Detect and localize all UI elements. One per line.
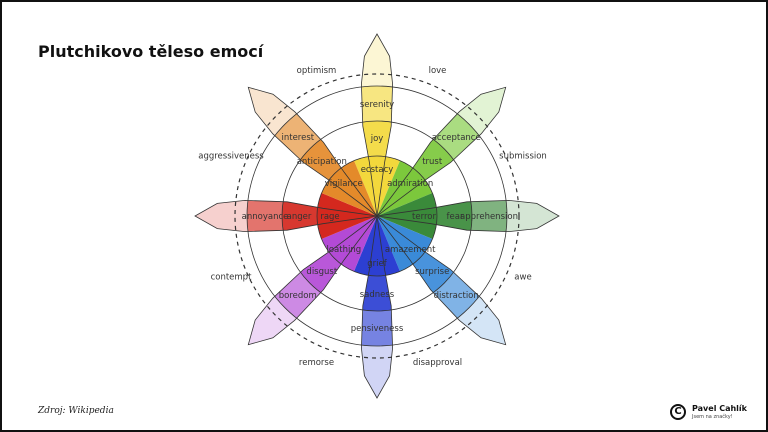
band-ring xyxy=(246,85,508,347)
brand-name: Pavel Cahlík xyxy=(692,404,747,413)
dyad-label: awe xyxy=(514,273,531,283)
petal-anticipation xyxy=(247,86,378,217)
emotion-label-inner: ecstacy xyxy=(361,165,394,175)
dyad-label: disapproval xyxy=(413,358,462,368)
emotion-label-outer: pensiveness xyxy=(351,324,404,334)
label-layer: ecstacy joy serenity admiration trust accepta… xyxy=(198,66,547,368)
copyright-logo-icon: C xyxy=(670,404,686,420)
band-ring xyxy=(316,155,438,277)
emotion-label-middle: fear xyxy=(447,212,464,222)
dyad-label: aggressiveness xyxy=(198,152,264,162)
petal-core-wedge xyxy=(317,193,377,239)
petal-outline xyxy=(247,215,378,346)
source-credit: Zdroj: Wikipedia xyxy=(38,406,114,416)
petal-sadness xyxy=(354,215,400,399)
petal-outline xyxy=(376,215,507,346)
petal-outline xyxy=(194,199,378,233)
petal-core-wedge xyxy=(321,216,377,272)
emotion-label-middle: joy xyxy=(370,134,384,144)
petal-core-wedge xyxy=(377,216,433,272)
dyad-ring xyxy=(234,73,520,359)
emotion-label-middle: disgust xyxy=(306,267,337,277)
petal-layer xyxy=(194,33,560,399)
emotion-label-inner: admiration xyxy=(387,179,433,189)
emotion-label-outer: distraction xyxy=(434,291,479,301)
petal-trust xyxy=(376,86,507,217)
petal-core-wedge xyxy=(321,160,377,216)
emotion-label-inner: terror xyxy=(412,212,436,222)
petal-outline xyxy=(376,199,560,233)
emotion-label-inner: rage xyxy=(320,212,339,222)
emotion-label-inner: amazement xyxy=(385,245,436,255)
emotion-label-inner: grief xyxy=(367,259,387,269)
emotion-label-middle: surprise xyxy=(415,267,449,277)
dyad-label: optimism xyxy=(297,66,337,76)
petal-disgust xyxy=(247,215,378,346)
emotion-label-inner: vigilance xyxy=(325,179,363,189)
petal-fear xyxy=(376,193,560,239)
emotion-label-middle: anticipation xyxy=(297,157,347,167)
petal-inner-band xyxy=(377,216,472,311)
emotion-label-outer: acceptance xyxy=(432,133,481,143)
emotion-label-outer: boredom xyxy=(279,291,317,301)
petal-outline xyxy=(247,86,378,217)
dyad-label: love xyxy=(429,66,447,76)
page-title: Plutchikovo těleso emocí xyxy=(38,42,264,61)
band-ring xyxy=(281,120,473,312)
dyad-label: submission xyxy=(499,152,547,162)
petal-inner-band xyxy=(377,121,472,216)
petal-joy xyxy=(354,33,400,217)
brand-badge: C Pavel Cahlík Jsem na značky! xyxy=(670,402,766,426)
emotion-label-outer: serenity xyxy=(360,100,394,110)
petal-core-wedge xyxy=(354,216,400,276)
petal-outline xyxy=(360,215,394,399)
petal-outline xyxy=(376,86,507,217)
petal-outline xyxy=(360,33,394,217)
petal-core-wedge xyxy=(377,193,437,239)
emotion-label-outer: annoyance xyxy=(242,212,289,222)
emotion-label-middle: sadness xyxy=(360,290,395,300)
emotion-label-inner: loathing xyxy=(326,245,361,255)
dyad-label: contempt xyxy=(211,273,252,283)
emotion-label-middle: trust xyxy=(422,157,443,167)
emotion-label-outer: apprehension xyxy=(460,212,518,222)
petal-inner-band xyxy=(282,121,377,216)
petal-surprise xyxy=(376,215,507,346)
emotion-label-middle: anger xyxy=(287,212,312,222)
emotion-label-outer: interest xyxy=(281,133,314,143)
petal-core-wedge xyxy=(354,156,400,216)
petal-core-wedge xyxy=(377,160,433,216)
petal-anger xyxy=(194,193,378,239)
dyad-label: remorse xyxy=(299,358,334,368)
petal-inner-band xyxy=(282,216,377,311)
brand-tagline: Jsem na značky! xyxy=(692,414,733,420)
